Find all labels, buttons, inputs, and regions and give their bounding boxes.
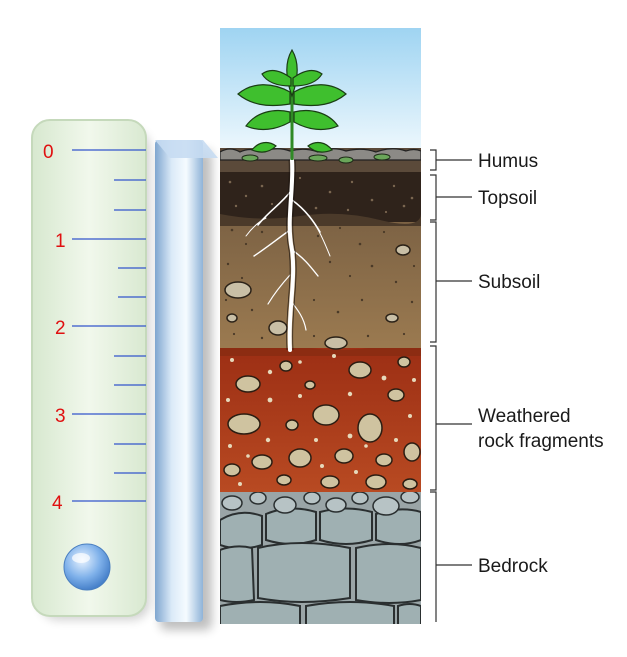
- plant-icon: [237, 48, 347, 160]
- depth-label-0: 0: [43, 142, 54, 163]
- layer-label-subsoil: Subsoil: [478, 272, 540, 293]
- humus-leaf-litter: [241, 153, 391, 164]
- depth-label-2: 2: [55, 318, 66, 339]
- bedrock-bracket: [430, 491, 472, 622]
- topsoil-speckles: [228, 176, 414, 214]
- bedrock-gravel: [221, 490, 420, 516]
- layer-label-weathered-line2: rock fragments: [478, 431, 604, 452]
- layer-label-weathered: Weathered: [478, 406, 571, 427]
- weathered-bracket: [430, 345, 472, 491]
- depth-label-3: 3: [55, 406, 66, 427]
- depth-label-1: 1: [55, 231, 66, 252]
- glass-tube: [155, 140, 218, 630]
- plant-leaves: [237, 48, 347, 153]
- ruler-body: [31, 119, 147, 617]
- level-bubble-icon: [63, 543, 111, 591]
- plant-roots: [245, 158, 331, 352]
- weathered-rock-stones: [223, 356, 421, 490]
- tube-body: [155, 140, 203, 622]
- weathered-rock-pebbles: [226, 354, 416, 486]
- layer-label-bedrock: Bedrock: [478, 556, 548, 577]
- plant-roots-outline: [286, 159, 297, 351]
- layer-label-humus: Humus: [478, 151, 538, 172]
- topsoil-layer: [220, 170, 421, 222]
- subsoil-stones: [224, 212, 411, 350]
- subsoil-bracket: [430, 221, 472, 343]
- depth-ruler: 0 1 2 3 4: [31, 119, 150, 620]
- humus-bracket: [430, 149, 472, 171]
- bubble-highlight: [72, 553, 90, 563]
- topsoil-bracket: [430, 174, 472, 221]
- subsoil-layer: [220, 218, 421, 348]
- soil-column: [220, 28, 421, 624]
- bedrock-stones: [220, 507, 421, 624]
- tube-top-bevel: [155, 140, 218, 158]
- layer-label-topsoil: Topsoil: [478, 188, 537, 209]
- depth-label-4: 4: [52, 493, 63, 514]
- layer-brackets: [430, 149, 472, 622]
